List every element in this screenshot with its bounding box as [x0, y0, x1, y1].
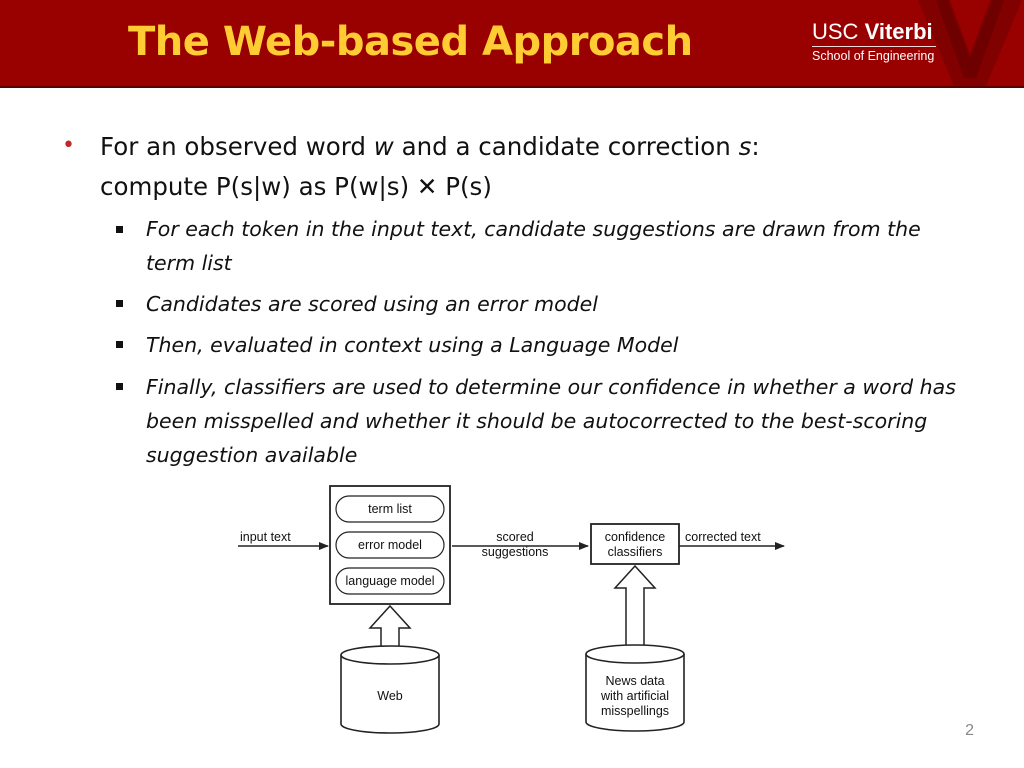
main-bullet-text-b: and a candidate correction	[393, 132, 739, 161]
news-label-line-2: with artificial	[600, 689, 669, 703]
sub-bullet-1: For each token in the input text, candid…	[146, 217, 921, 275]
news-label-line-3: misspellings	[601, 704, 669, 718]
square-bullet-icon	[116, 226, 123, 233]
main-bullet-line-1: For an observed word w and a candidate c…	[100, 127, 980, 167]
scored-label: scored	[496, 530, 534, 544]
main-bullet-var-s: s	[738, 132, 752, 161]
main-bullet: For an observed word w and a candidate c…	[100, 127, 980, 207]
square-bullet-icon	[116, 383, 123, 390]
main-bullet-text-c: :	[751, 132, 760, 161]
classifiers-label: classifiers	[608, 545, 663, 559]
bullet-dot-icon: •	[62, 133, 75, 158]
web-label: Web	[377, 689, 403, 703]
language-model-label: language model	[346, 574, 435, 588]
corrected-text-label: corrected text	[685, 530, 761, 544]
news-database-icon	[585, 644, 685, 732]
suggestions-label: suggestions	[482, 545, 549, 559]
confidence-box	[590, 523, 680, 565]
logo-divider	[812, 46, 936, 47]
input-text-label: input text	[240, 530, 291, 544]
header-bar: The Web-based Approach USC Viterbi Schoo…	[0, 0, 1024, 88]
logo-school: School of Engineering	[812, 49, 935, 63]
term-list-pill	[335, 495, 445, 523]
main-bullet-var-w: w	[373, 132, 394, 161]
error-model-pill	[335, 531, 445, 559]
news-label-line-1: News data	[605, 674, 664, 688]
term-list-label: term list	[368, 502, 412, 516]
square-bullet-icon	[116, 300, 123, 307]
sub-bullet-4: Finally, classifiers are used to determi…	[146, 375, 956, 467]
pipeline-diagram: input text term list error model languag…	[230, 478, 800, 740]
confidence-label: confidence	[605, 530, 666, 544]
viterbi-v-logo-icon	[918, 0, 1022, 86]
main-bullet-line-2: compute P(s|w) as P(w|s) ✕ P(s)	[100, 172, 492, 201]
logo-wordmark: USC Viterbi	[812, 19, 933, 45]
language-model-pill	[335, 567, 445, 595]
sub-bullet-3: Then, evaluated in context using a Langu…	[146, 333, 679, 357]
logo-viterbi: Viterbi	[864, 19, 933, 44]
error-model-label: error model	[358, 538, 422, 552]
main-bullet-text-a: For an observed word	[100, 132, 374, 161]
page-number: 2	[965, 722, 974, 739]
sub-bullet-2: Candidates are scored using an error mod…	[146, 292, 598, 316]
news-up-arrow-icon	[613, 564, 657, 651]
web-database-icon	[340, 645, 440, 734]
square-bullet-icon	[116, 341, 123, 348]
usc-viterbi-logo: USC Viterbi School of Engineering	[800, 0, 1024, 86]
slide-title: The Web-based Approach	[128, 19, 693, 65]
logo-usc: USC	[812, 19, 859, 44]
pipeline-diagram-svg: input text term list error model languag…	[238, 485, 785, 734]
